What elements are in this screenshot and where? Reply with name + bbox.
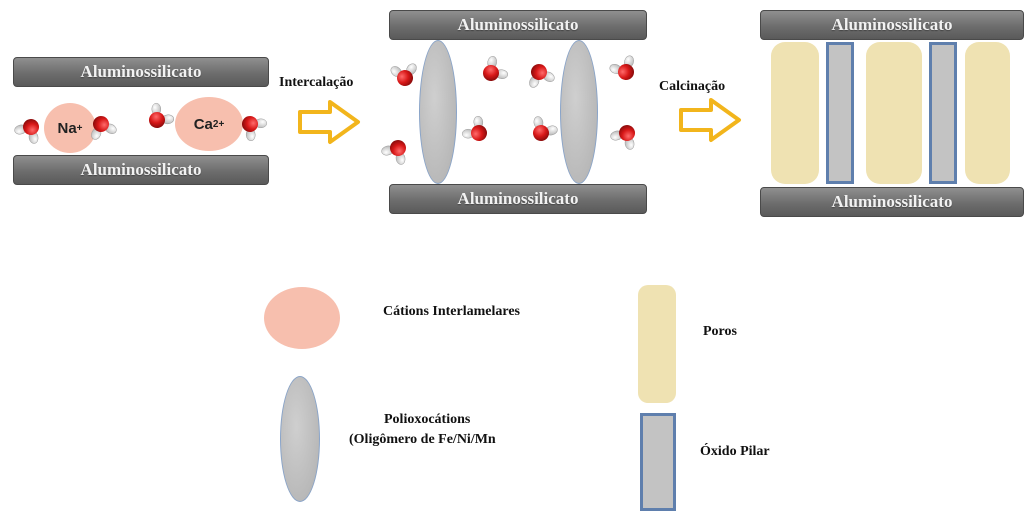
intercalation-label: Intercalação [279, 75, 354, 90]
aluminosilicate-layer-top-stage3: Aluminossilicato [760, 10, 1024, 40]
legend-pillar-oxide-label: Óxido Pilar [700, 444, 770, 459]
aluminosilicate-label: Aluminossilicato [831, 192, 953, 211]
water-molecule [525, 112, 563, 147]
legend-pore-swatch [638, 285, 676, 403]
aluminosilicate-layer-bottom-stage2: Aluminossilicato [389, 184, 647, 214]
legend-cation-swatch [264, 287, 340, 349]
water-molecule [82, 110, 121, 147]
calcium-symbol: Ca [193, 115, 213, 133]
aluminosilicate-label: Aluminossilicato [80, 160, 202, 179]
polyoxocation-pillar [560, 40, 598, 184]
aluminosilicate-layer-top-stage1: Aluminossilicato [13, 57, 269, 87]
pillar-oxide [826, 42, 854, 184]
intercalation-arrow [298, 100, 360, 144]
water-molecule [520, 58, 559, 95]
water-molecule [234, 108, 272, 148]
calcination-arrow [679, 98, 741, 142]
legend-polyoxocation-swatch [280, 376, 320, 502]
sodium-cation: Na+ [44, 103, 96, 153]
aluminosilicate-label: Aluminossilicato [831, 15, 953, 34]
water-molecule [605, 119, 643, 154]
aluminosilicate-label: Aluminossilicato [80, 62, 202, 81]
water-molecule [376, 134, 414, 169]
calcination-label: Calcinação [659, 79, 726, 94]
aluminosilicate-layer-bottom-stage3: Aluminossilicato [760, 187, 1024, 217]
sodium-symbol: Na [57, 119, 77, 137]
aluminosilicate-layer-bottom-stage1: Aluminossilicato [13, 155, 269, 185]
calcium-charge: 2+ [212, 118, 225, 130]
pore [771, 42, 819, 184]
sodium-charge: + [76, 122, 83, 134]
legend-interlayer-cations-label: Cátions Interlamelares [383, 304, 520, 319]
legend-pillar-swatch [640, 413, 676, 511]
water-molecule [9, 113, 47, 148]
water-molecule [141, 98, 181, 136]
pore [965, 42, 1010, 184]
pillar-oxide [929, 42, 957, 184]
water-molecule [605, 48, 645, 87]
water-molecule [457, 109, 495, 149]
aluminosilicate-layer-top-stage2: Aluminossilicato [389, 10, 647, 40]
aluminosilicate-label: Aluminossilicato [457, 189, 579, 208]
pore [866, 42, 922, 184]
water-molecule [386, 56, 424, 91]
water-molecule [475, 51, 515, 91]
legend-polyoxocations-label: Polioxocátions [384, 412, 471, 427]
legend-pores-label: Poros [703, 324, 737, 339]
legend-polyoxocations-sublabel: (Oligômero de Fe/Ni/Mn [349, 432, 496, 447]
polyoxocation-pillar [419, 40, 457, 184]
aluminosilicate-label: Aluminossilicato [457, 15, 579, 34]
